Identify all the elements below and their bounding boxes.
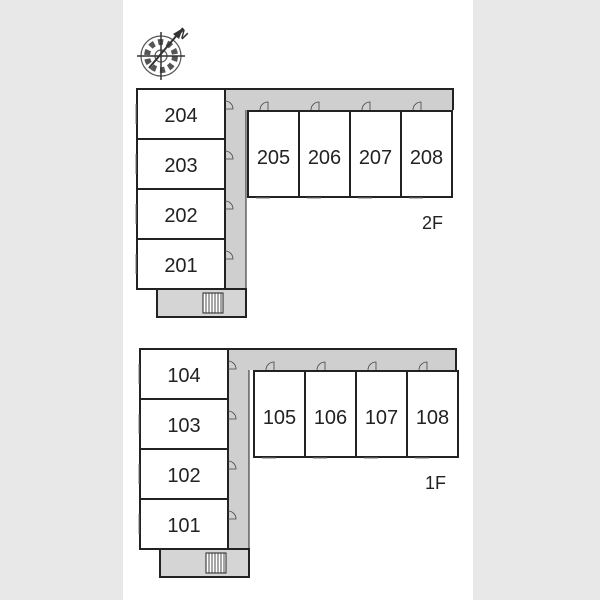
door-icon [227,460,237,470]
door-icon [224,250,234,260]
unit-105-box [253,370,306,458]
unit-105-label: 105 [263,407,296,429]
floor-label: 2F [422,213,443,233]
unit-103-label: 103 [167,415,200,437]
door-icon [361,101,371,111]
door-icon [224,150,234,160]
compass-rose-icon: N [137,26,191,80]
stair-area [156,288,247,318]
door-icon [227,360,237,370]
door-icon [227,510,237,520]
unit-108-box [406,370,459,458]
door-icon [224,200,234,210]
floor-2f: 204 203 202 201 205 206 207 208 2F [135,88,454,318]
unit-106-box [304,370,357,458]
stairs-icon [205,552,227,574]
unit-102[interactable]: 102 [138,448,237,500]
unit-207-box [349,110,402,198]
left-margin [0,0,123,600]
unit-205-label: 205 [257,147,290,169]
corridor-outline [228,348,457,370]
door-icon [316,361,326,371]
door-icon [265,361,275,371]
unit-107-box [355,370,408,458]
unit-102-label: 102 [167,465,200,487]
unit-204-label: 204 [164,105,197,127]
unit-106-label: 106 [314,407,347,429]
floor-1f: 104 103 102 101 105 106 107 108 1F [138,348,459,578]
door-icon [310,101,320,111]
right-margin [473,0,600,600]
unit-108[interactable]: 108 [406,361,459,459]
unit-204[interactable]: 204 [135,88,234,140]
unit-205-box [247,110,300,198]
unit-107-label: 107 [365,407,398,429]
unit-103[interactable]: 103 [138,398,237,450]
unit-101-box [139,498,229,550]
compass-north-label: N [175,26,191,42]
unit-208[interactable]: 208 [400,101,453,199]
unit-201-label: 201 [164,255,197,277]
unit-202[interactable]: 202 [135,188,234,240]
unit-108-label: 108 [416,407,449,429]
door-icon [412,101,422,111]
unit-203[interactable]: 203 [135,138,234,190]
unit-206-box [298,110,351,198]
unit-203-label: 203 [164,155,197,177]
unit-208-label: 208 [410,147,443,169]
unit-206[interactable]: 206 [298,101,351,199]
door-icon [367,361,377,371]
unit-104-box [139,348,229,400]
door-icon [259,101,269,111]
unit-207[interactable]: 207 [349,101,402,199]
stair-area [159,548,250,578]
unit-203-box [136,138,226,190]
floor-label: 1F [425,473,446,493]
stairs-icon [202,292,224,314]
unit-206-label: 206 [308,147,341,169]
door-icon [227,410,237,420]
door-icon [418,361,428,371]
unit-205[interactable]: 205 [247,101,300,199]
unit-104[interactable]: 104 [138,348,237,400]
unit-105[interactable]: 105 [253,361,306,459]
unit-107[interactable]: 107 [355,361,408,459]
unit-201[interactable]: 201 [135,238,234,290]
unit-207-label: 207 [359,147,392,169]
unit-208-box [400,110,453,198]
unit-104-label: 104 [167,365,200,387]
unit-101[interactable]: 101 [138,498,237,550]
door-icon [224,100,234,110]
corridor-outline [225,88,454,110]
unit-202-label: 202 [164,205,197,227]
unit-201-box [136,238,226,290]
unit-204-box [136,88,226,140]
unit-106[interactable]: 106 [304,361,357,459]
unit-101-label: 101 [167,515,200,537]
